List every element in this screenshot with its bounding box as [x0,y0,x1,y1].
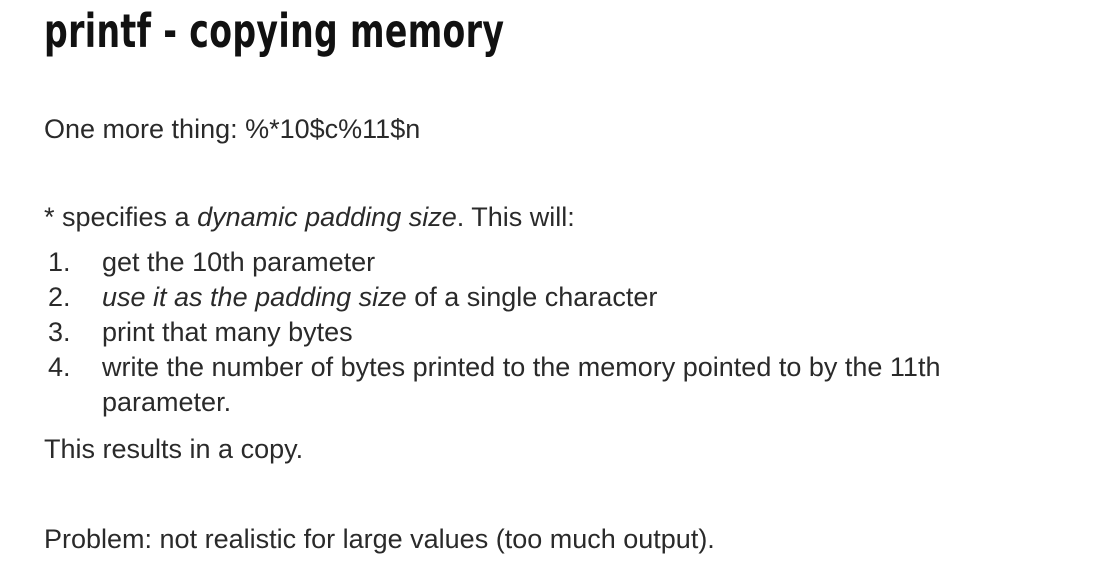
list-item-number: 4. [48,352,71,382]
problem-text: Problem: not realistic for large values … [44,524,715,554]
star-prefix: * specifies a [44,202,198,232]
star-suffix: . This will: [456,202,575,232]
list-item-text: of a single character [406,282,658,312]
list-item-text: get the 10th parameter [102,247,376,277]
list-item-text: print that many bytes [102,317,353,347]
list-item-text: write the number of bytes printed to the… [102,352,941,417]
one-more-thing-text: One more thing: %*10$c%11$n [44,114,421,144]
dynamic-padding-description: * specifies a dynamic padding size. This… [44,200,575,234]
list-item-emphasis: use it as the padding size [102,282,407,312]
steps-list: 1. get the 10th parameter 2. use it as t… [44,245,1044,420]
list-item: 4. write the number of bytes printed to … [44,350,1044,420]
list-item-number: 2. [48,282,71,312]
list-item-number: 1. [48,247,71,277]
star-emphasis: dynamic padding size [197,202,457,232]
list-item: 3. print that many bytes [44,315,1044,350]
list-item: 2. use it as the padding size of a singl… [44,280,1044,315]
list-item: 1. get the 10th parameter [44,245,1044,280]
result-text: This results in a copy. [44,434,304,464]
list-item-number: 3. [48,317,71,347]
slide-title: printf - copying memory [44,4,505,58]
